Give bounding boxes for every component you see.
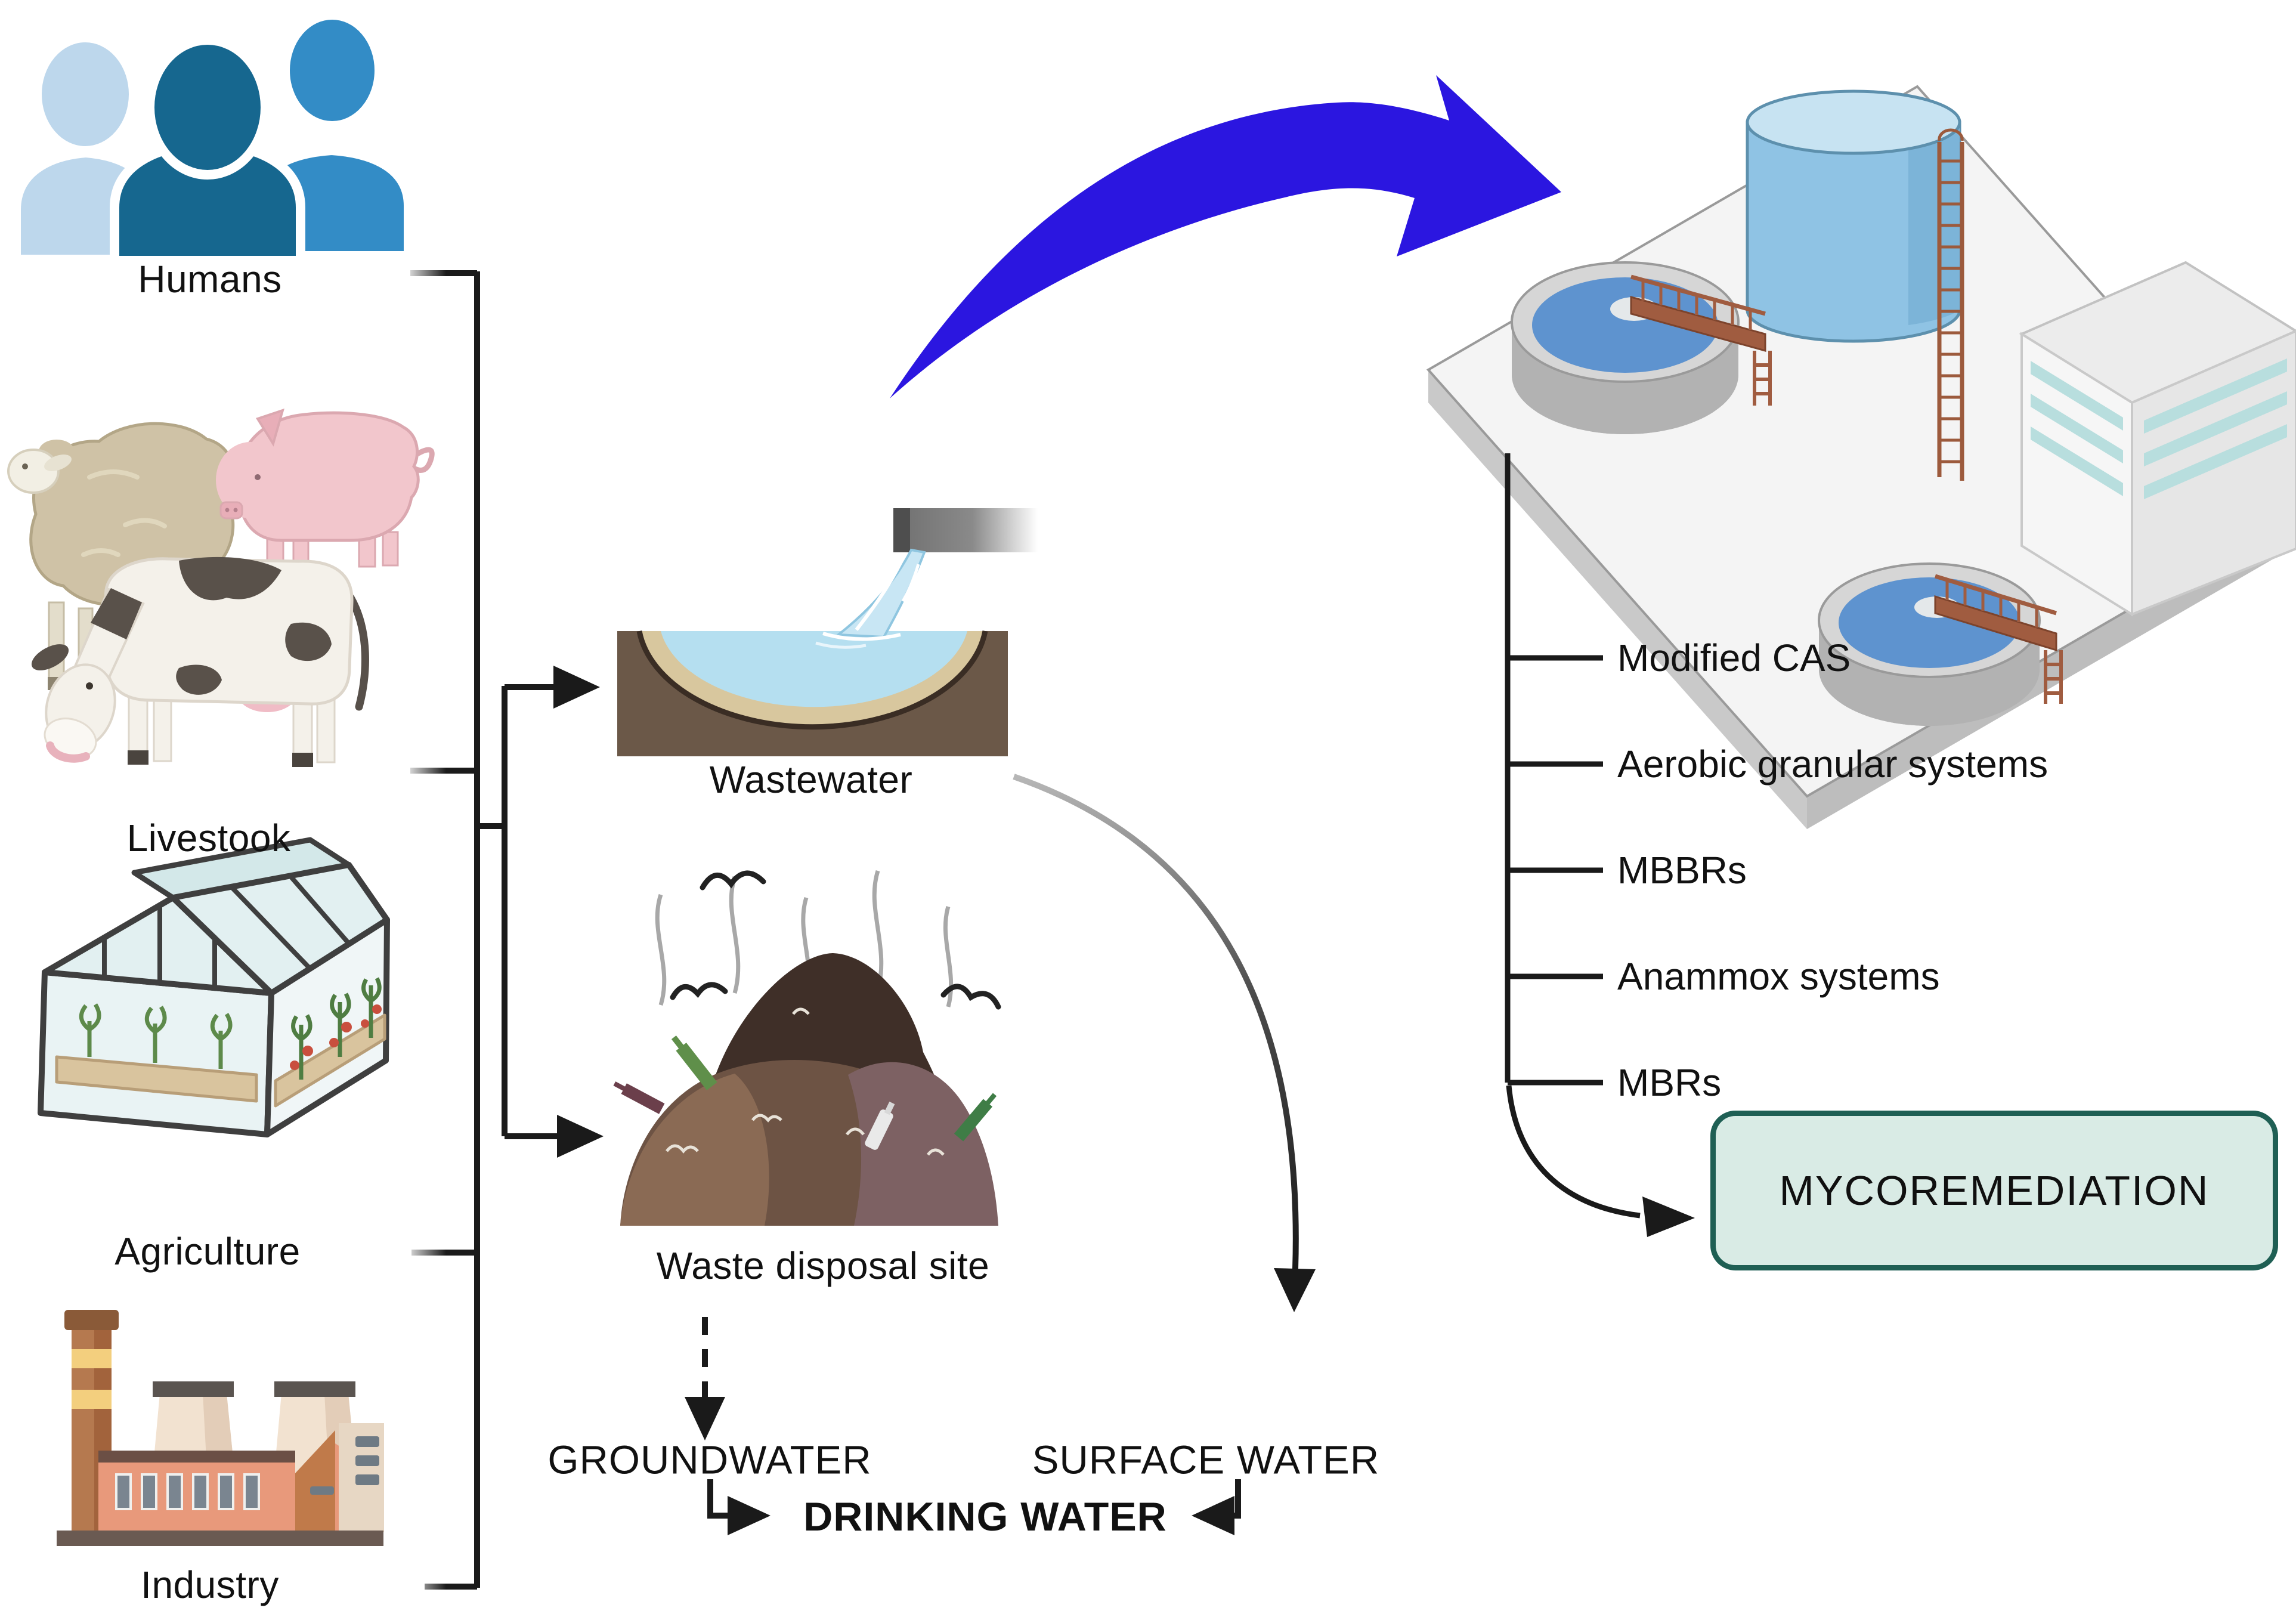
humans-label: Humans bbox=[138, 258, 282, 301]
surface-water-curved-arrow bbox=[1013, 774, 1316, 1312]
surface-water-label: SURFACE WATER bbox=[1032, 1437, 1380, 1483]
livestock-label: Livestook bbox=[126, 817, 291, 859]
groundwater-dashed-arrow bbox=[685, 1317, 725, 1440]
drinking-water-right-connector bbox=[1192, 1479, 1241, 1535]
greenhouse-icon bbox=[38, 837, 390, 1137]
plant-building-icon bbox=[2019, 261, 2296, 617]
cow-icon bbox=[31, 556, 369, 767]
storage-tank-icon bbox=[1746, 89, 1964, 481]
mycoremediation-label: MYCOREMEDIATION bbox=[1779, 1167, 2210, 1214]
drinking-water-left-connector bbox=[707, 1479, 771, 1535]
technology-item-mbrs: MBRs bbox=[1617, 1061, 1722, 1104]
green-bottle-2-icon bbox=[954, 1093, 997, 1142]
tank-ladder-icon bbox=[1937, 128, 1964, 481]
technology-item-aerobic-granular: Aerobic granular systems bbox=[1617, 743, 2049, 786]
arrow-to-waste-site bbox=[557, 1115, 604, 1158]
technology-list-connector bbox=[1505, 453, 1603, 1086]
groundwater-label: GROUNDWATER bbox=[547, 1437, 872, 1483]
technology-item-mbbrs: MBBRs bbox=[1617, 849, 1747, 892]
technology-item-anammox: Anammox systems bbox=[1617, 955, 1940, 998]
clarifier-tank-2-icon bbox=[1818, 562, 2063, 726]
treatment-plant-icon bbox=[1426, 85, 2296, 829]
red-bottle-icon bbox=[613, 1081, 665, 1114]
factory-icon bbox=[57, 1310, 384, 1546]
drinking-water-label: DRINKING WATER bbox=[803, 1494, 1167, 1539]
pig-icon bbox=[216, 408, 435, 568]
humans-icon bbox=[13, 11, 412, 265]
wastewater-pond-icon bbox=[617, 508, 1038, 756]
industry-label: Industry bbox=[141, 1563, 279, 1606]
mycoremediation-box: MYCOREMEDIATION bbox=[1710, 1111, 2278, 1270]
technology-item-modified-cas: Modified CAS bbox=[1617, 636, 1851, 679]
blue-flow-arrow bbox=[890, 75, 1561, 398]
waste-disposal-label: Waste disposal site bbox=[656, 1244, 990, 1287]
stench-lines bbox=[655, 870, 954, 1007]
arrow-to-wastewater bbox=[553, 666, 600, 709]
wastewater-label: Wastewater bbox=[709, 758, 913, 801]
green-bottle-icon bbox=[671, 1035, 717, 1090]
waste-pile-icon bbox=[613, 870, 1001, 1226]
white-bottle-icon bbox=[865, 1101, 895, 1150]
mycoremediation-arrow bbox=[1506, 1085, 1695, 1237]
source-bracket-connector bbox=[410, 270, 562, 1590]
clarifier-tank-icon bbox=[1511, 261, 1772, 434]
agriculture-label: Agriculture bbox=[115, 1230, 301, 1273]
birds-icon bbox=[670, 870, 1001, 1010]
